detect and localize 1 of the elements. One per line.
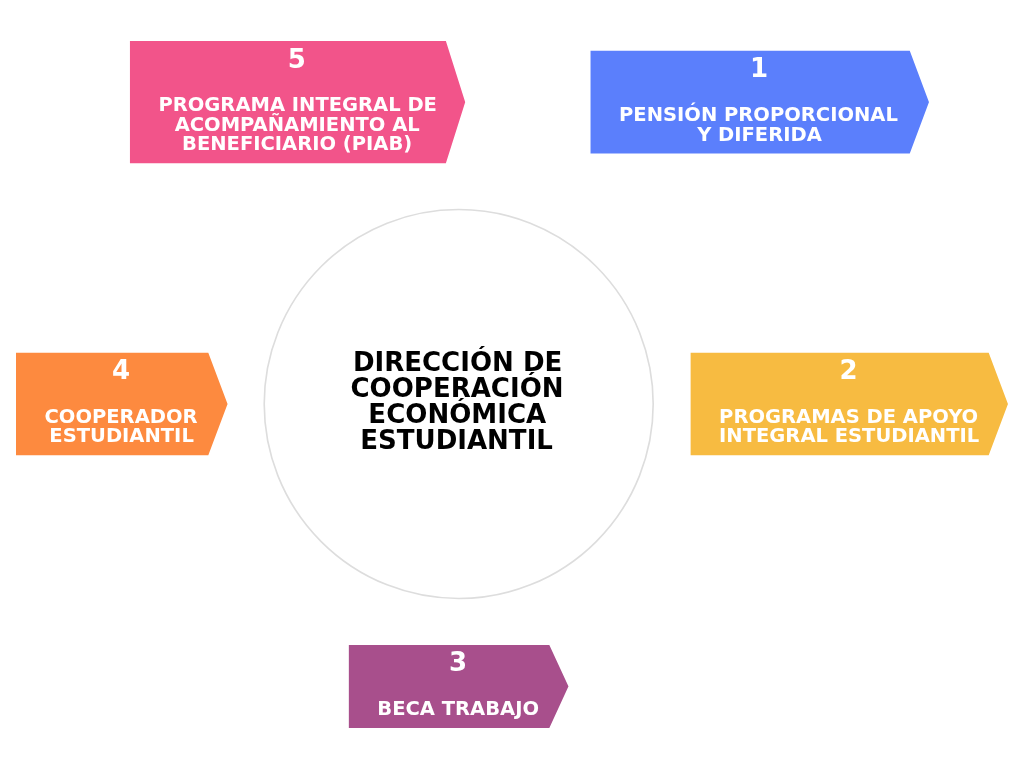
node-circle: DIRECCIÓN DE COOPERACIÓN ECONÓMICA ESTUDIANTIL	[263, 208, 654, 599]
